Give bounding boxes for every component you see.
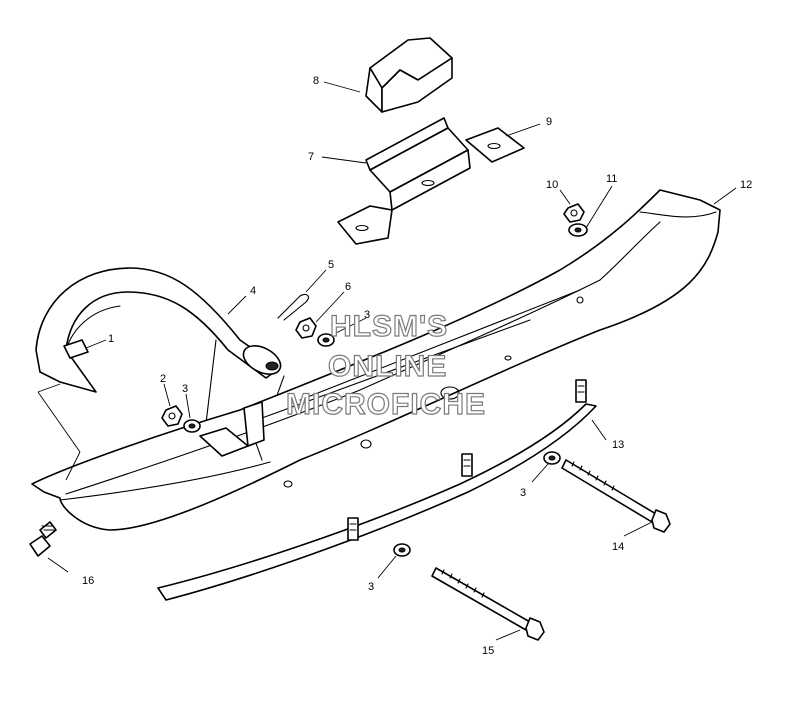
callout-11: 11 [606, 173, 617, 185]
callout-15: 15 [482, 645, 494, 657]
part-7-saddle [365, 117, 471, 211]
part-15-bolt [431, 567, 545, 641]
callout-7: 7 [308, 151, 314, 163]
callout-10: 10 [546, 179, 558, 191]
callout-3-a: 3 [182, 383, 188, 395]
part-5-cotter-pin [277, 293, 309, 321]
part-2-nut [161, 405, 183, 427]
callout-3-c: 3 [520, 487, 526, 499]
part-1-clip [63, 339, 89, 359]
part-10-nut [563, 203, 585, 223]
callout-3-d: 3 [368, 581, 374, 593]
callout-6: 6 [345, 281, 351, 293]
callout-16: 16 [82, 575, 94, 587]
callout-3-b: 3 [364, 309, 370, 321]
leader-lines [37, 81, 737, 641]
part-9-bracket-plate [337, 127, 525, 245]
callout-1: 1 [108, 333, 114, 345]
watermark-line-2: ONLINE [328, 350, 447, 383]
callout-2: 2 [160, 373, 166, 385]
callout-labels: 1 2 3 3 3 3 4 5 6 7 8 9 10 11 12 13 14 1… [82, 75, 752, 657]
callout-13: 13 [612, 439, 624, 451]
callout-4: 4 [250, 285, 256, 297]
part-12-ski-body [31, 189, 721, 531]
callout-5: 5 [328, 259, 334, 271]
part-3-washer-b [317, 333, 335, 347]
watermark-line-1: HLSM'S [330, 310, 448, 343]
part-3-washer-d [393, 543, 411, 557]
callout-8: 8 [313, 75, 319, 87]
callout-14: 14 [612, 541, 624, 553]
part-4-spindle [35, 267, 285, 449]
part-14-bolt [561, 459, 671, 533]
watermark: HLSM'S ONLINE MICROFICHE [285, 309, 486, 421]
part-8-cushion [365, 37, 453, 113]
watermark-line-3: MICROFICHE [286, 388, 486, 421]
part-13-wear-bar [157, 379, 597, 601]
callout-12: 12 [740, 179, 752, 191]
part-3-washer-a [183, 419, 201, 433]
part-6-nut [295, 317, 317, 339]
callout-9: 9 [546, 116, 552, 128]
part-16-bolt [29, 521, 57, 557]
part-11-washer [568, 223, 588, 237]
part-3-washer-c [543, 451, 561, 465]
